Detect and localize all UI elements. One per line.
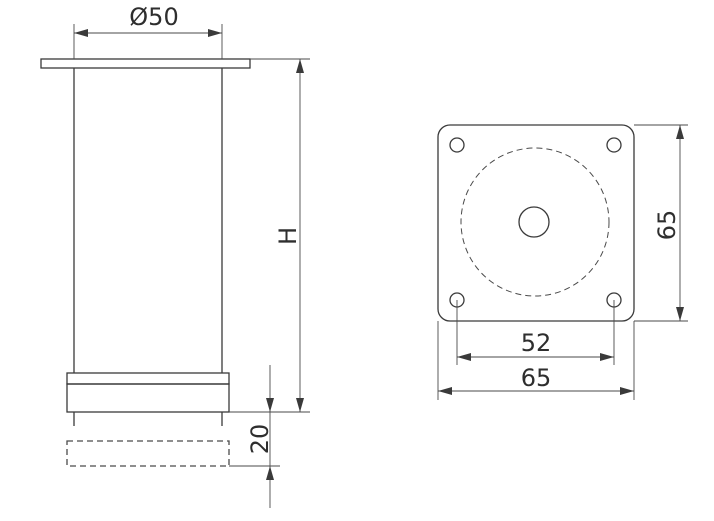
width-arrow-left bbox=[438, 387, 452, 395]
height-arrow-bottom bbox=[296, 398, 304, 412]
plate-height-arrow-bottom bbox=[676, 307, 684, 321]
height-arrow-top bbox=[296, 59, 304, 73]
center-hole bbox=[518, 206, 550, 238]
plate-hidden-circle bbox=[460, 147, 610, 297]
plate-height-arrow-top bbox=[676, 125, 684, 139]
screw-hole-top-left bbox=[449, 137, 465, 153]
spacing-arrow-right bbox=[600, 353, 614, 361]
adjust-arrow-top bbox=[266, 398, 274, 412]
diameter-arrow-right bbox=[208, 29, 222, 37]
adjust-label: 20 bbox=[246, 424, 274, 455]
diameter-arrow-left bbox=[74, 29, 88, 37]
plate-view: 52 65 65 bbox=[437, 124, 688, 400]
top-plate bbox=[40, 58, 251, 69]
diameter-label: Ø50 bbox=[129, 3, 178, 31]
hole-spacing-label: 52 bbox=[521, 329, 552, 357]
screw-hole-top-right bbox=[606, 137, 622, 153]
foot-extended-outline bbox=[66, 440, 230, 467]
spacing-arrow-left bbox=[457, 353, 471, 361]
side-view: Ø50 H 20 bbox=[40, 3, 310, 508]
height-label: H bbox=[274, 227, 302, 245]
plate-height-label: 65 bbox=[653, 210, 681, 241]
width-arrow-right bbox=[620, 387, 634, 395]
foot-cap bbox=[66, 372, 230, 385]
foot-base bbox=[66, 383, 230, 413]
adjust-arrow-bottom bbox=[266, 466, 274, 480]
mounting-plate bbox=[437, 124, 635, 322]
plate-width-label: 65 bbox=[521, 364, 552, 392]
